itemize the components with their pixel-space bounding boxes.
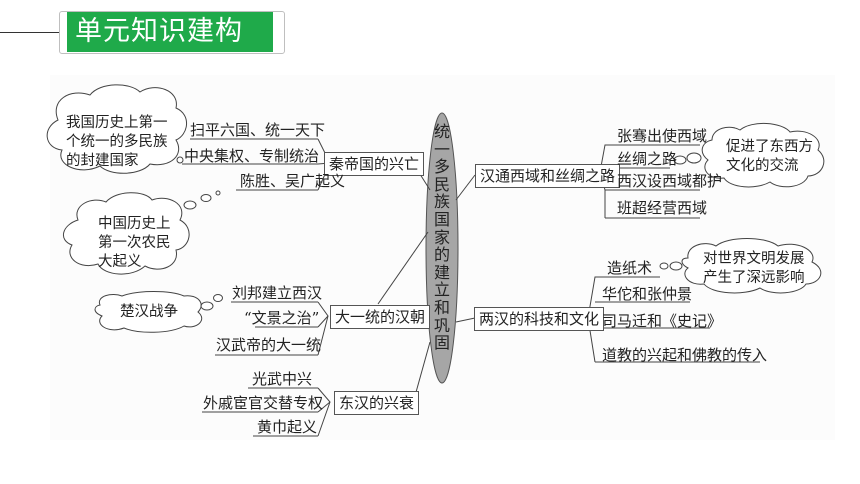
han-item-3: 汉武帝的大一统: [216, 336, 322, 354]
west-item-4: 班超经营西域: [617, 199, 708, 217]
cloud-silk-road-line-1: 促进了东西方: [726, 139, 813, 155]
center-ellipse: [425, 112, 459, 384]
cloud-qin-line-1: 我国历史上第一: [66, 115, 168, 131]
branch-han-unification: 大一统的汉朝: [330, 305, 431, 329]
cloud-peasant-line-2: 第一次农民: [98, 235, 171, 251]
culture-item-2: 华佗和张仲景: [602, 285, 693, 303]
qin-item-1: 扫平六国、统一天下: [190, 121, 326, 139]
cloud-qin-line-2: 个统一的多民族: [66, 134, 168, 150]
han-item-1: 刘邦建立西汉: [232, 284, 323, 302]
west-item-2: 丝绸之路: [617, 150, 678, 168]
page-title: 单元知识建构: [67, 12, 273, 52]
eastern-han-item-3: 黄巾起义: [257, 418, 318, 436]
branch-eastern-han: 东汉的兴衰: [334, 391, 420, 415]
eastern-han-item-2: 外戚宦官交替专权: [203, 394, 324, 412]
cloud-paper-line-2: 产生了深远影响: [703, 270, 805, 286]
cloud-peasant-line-1: 中国历史上: [98, 216, 171, 232]
branch-science-culture: 两汉的科技和文化: [474, 307, 605, 331]
branch-western-regions: 汉通西域和丝绸之路: [475, 164, 621, 188]
culture-item-1: 造纸术: [607, 259, 653, 277]
han-item-2: “文景之治”: [244, 309, 320, 327]
cloud-qin-line-3: 的封建国家: [66, 153, 139, 169]
cloud-chu-han: 楚汉战争: [120, 304, 178, 320]
culture-item-3: 司马迁和《史记》: [602, 312, 723, 330]
qin-item-3: 陈胜、吴广起义: [240, 172, 346, 190]
cloud-paper-line-1: 对世界文明发展: [703, 251, 805, 267]
cloud-silk-road-line-2: 文化的交流: [726, 158, 799, 174]
west-item-1: 张骞出使西域: [617, 127, 708, 145]
culture-item-4: 道教的兴起和佛教的传入: [602, 346, 768, 364]
qin-item-2: 中央集权、专制统治: [184, 147, 320, 165]
center-topic-label: 统一多民族国家的建立和巩固: [433, 122, 450, 353]
branch-qin-empire: 秦帝国的兴亡: [324, 152, 425, 176]
cloud-peasant-line-3: 大起义: [98, 254, 142, 270]
west-item-3: 西汉设西域都护: [617, 172, 723, 190]
title-connector-line: [0, 32, 60, 33]
eastern-han-item-1: 光武中兴: [252, 370, 313, 388]
